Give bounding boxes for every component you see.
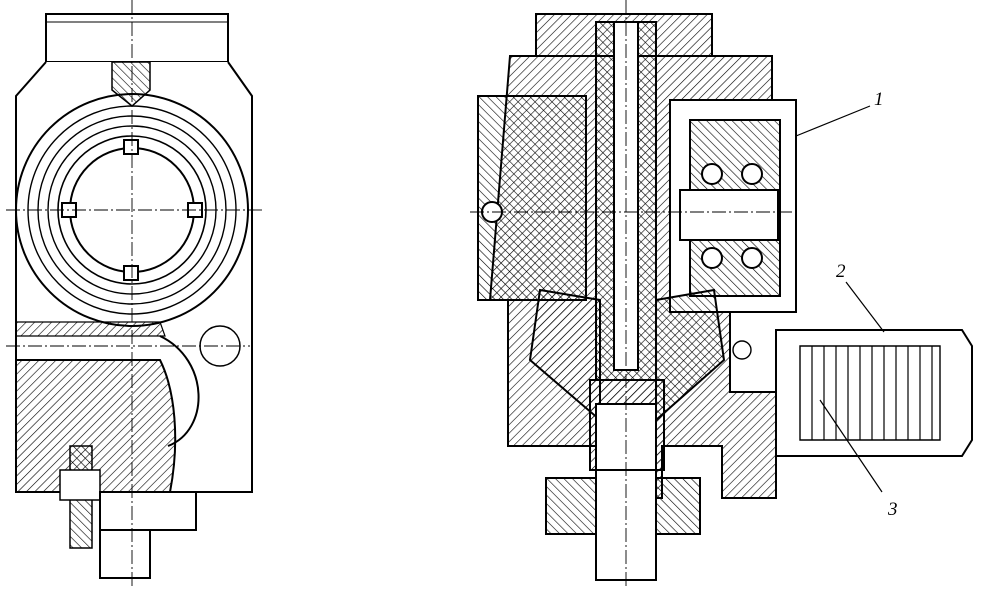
right-view: [470, 0, 973, 588]
callout-3: 3: [888, 499, 898, 520]
callout-1: 1: [874, 89, 884, 110]
left-view: [6, 0, 262, 588]
callout-2: 2: [836, 261, 846, 282]
